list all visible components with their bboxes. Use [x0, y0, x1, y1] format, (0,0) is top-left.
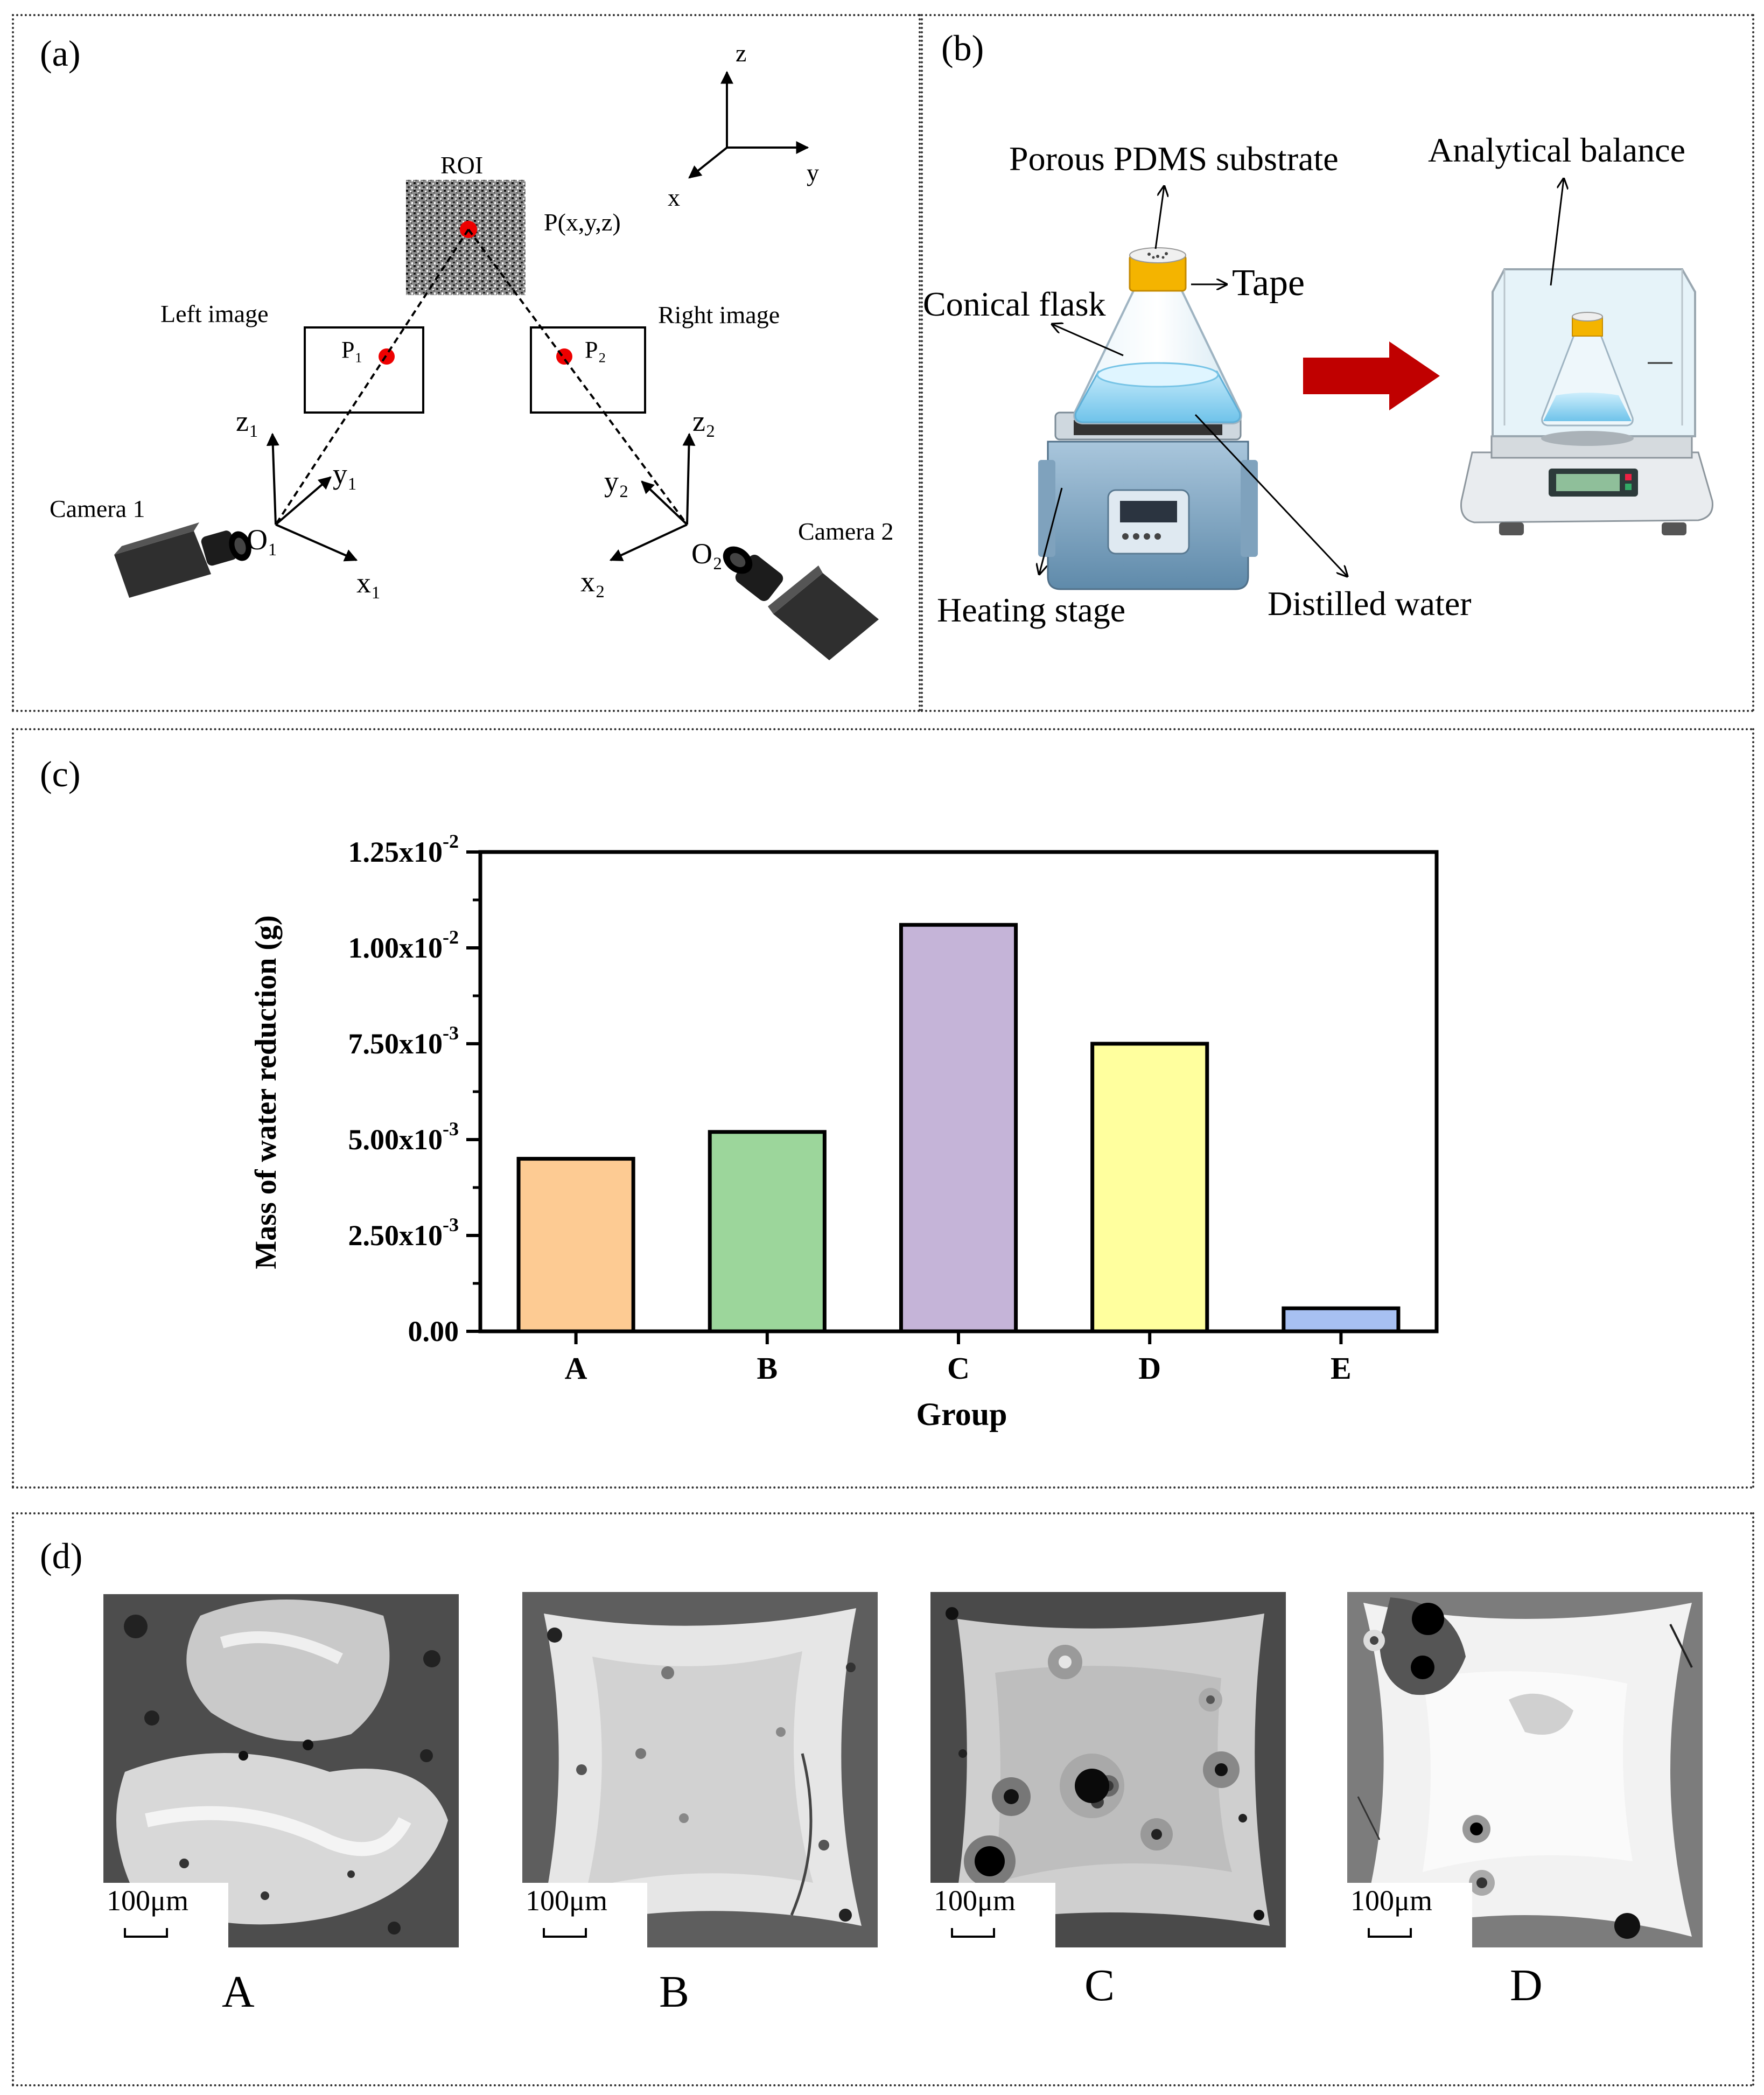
- right-image-frame: [530, 326, 646, 414]
- panel-a-stereo-dic: ROI P(x,y,z) Left image Right image P₁ P…: [12, 14, 921, 712]
- p2-label: P₂: [585, 337, 606, 363]
- panel-c-bar-chart: 0.00 2.50x10-3 5.00x10-3 7.50x10-3 1.00x10-2…: [12, 728, 1754, 1489]
- micrograph-c: 100μm: [930, 1592, 1286, 1947]
- porous-pdms-label: Porous PDMS substrate: [1009, 139, 1339, 178]
- roi-label: ROI: [440, 151, 483, 179]
- micrograph-a: 100μm: [103, 1594, 459, 1947]
- x-tick-label: C: [947, 1351, 970, 1386]
- y-tick-label: 1.25x10-2: [348, 830, 459, 868]
- right-image-label: Right image: [658, 301, 780, 329]
- y2-label: y₂: [604, 465, 629, 498]
- micrograph-d: 100μm: [1347, 1592, 1703, 1947]
- micrograph-d-image: [1347, 1592, 1703, 1947]
- micrograph-label-b: B: [659, 1967, 690, 2017]
- panel-c-label: (c): [40, 753, 81, 794]
- o2-label: O₂: [691, 537, 723, 570]
- stereo-dic-diagram: ROI P(x,y,z) Left image Right image P₁ P…: [50, 39, 894, 660]
- x-tick-label: E: [1331, 1351, 1352, 1386]
- conical-flask-label: Conical flask: [923, 285, 1105, 323]
- ray-right: [467, 228, 688, 526]
- bar-d: [1090, 1042, 1209, 1333]
- axis-y-label: y: [807, 159, 819, 186]
- tape-label: Tape: [1232, 262, 1305, 304]
- panel-b-label: (b): [941, 27, 984, 68]
- micrograph-label-a: A: [222, 1967, 255, 2017]
- heating-stage-label: Heating stage: [937, 591, 1125, 629]
- analytical-balance-label: Analytical balance: [1428, 131, 1685, 169]
- o1-label: O₁: [247, 523, 278, 556]
- heating-pointer: [1039, 487, 1063, 574]
- point-label: P(x,y,z): [544, 208, 621, 236]
- panel-a-label: (a): [40, 33, 81, 74]
- ray-left: [275, 228, 470, 526]
- camera2-icon: [723, 546, 879, 660]
- x-axis-tick-labels: A B C D E: [565, 1331, 1352, 1386]
- x-axis-title: Group: [916, 1396, 1007, 1432]
- camera1-icon: [114, 522, 251, 598]
- balance-pointer: [1550, 179, 1564, 286]
- y-axis-title: Mass of water reduction (g): [249, 915, 283, 1269]
- left-image-label: Left image: [160, 300, 269, 327]
- micrograph-label-c: C: [1084, 1960, 1115, 2010]
- x-tick-label: B: [757, 1351, 778, 1386]
- x-tick-label: D: [1138, 1351, 1161, 1386]
- panel-b-evaporation-setup: Porous PDMS substrate Analytical balance…: [921, 14, 1754, 712]
- bar-c: [899, 923, 1018, 1333]
- left-image-frame: [304, 326, 424, 414]
- z2-label: z₂: [692, 405, 716, 437]
- water-reduction-bar-chart: 0.00 2.50x10-3 5.00x10-3 7.50x10-3 1.00x10-2…: [249, 830, 1439, 1432]
- y-axis-ticks: 0.00 2.50x10-3 5.00x10-3 7.50x10-3 1.00x10-2…: [348, 830, 480, 1347]
- y-tick-label: 0.00: [408, 1315, 459, 1347]
- micrograph-a-scalebar: 100μm: [103, 1883, 228, 1947]
- bar-a: [516, 1157, 635, 1333]
- bar-b: [708, 1130, 827, 1333]
- scale-text: 100μm: [107, 1884, 188, 1917]
- bar-e: [1282, 1306, 1401, 1333]
- x2-label: x₂: [580, 565, 605, 598]
- camera2-axes: [609, 432, 696, 561]
- y-tick-label: 2.50x10-3: [348, 1214, 459, 1252]
- flask-pointer: [1052, 324, 1124, 357]
- scale-bar: [543, 1928, 587, 1938]
- water-pointer: [1194, 414, 1347, 576]
- bars: [516, 923, 1401, 1333]
- scale-bar: [124, 1928, 168, 1938]
- scale-text: 100μm: [934, 1884, 1016, 1917]
- evaporation-setup-diagram: Porous PDMS substrate Analytical balance…: [923, 131, 1713, 629]
- axis-z-label: z: [736, 39, 746, 67]
- world-axes: [688, 71, 809, 179]
- analytical-balance-icon: [1460, 268, 1713, 535]
- conical-flask-icon: [1073, 247, 1242, 424]
- process-arrow-icon: [1303, 341, 1440, 410]
- scale-bar: [1368, 1928, 1412, 1938]
- y-tick-label: 5.00x10-3: [348, 1118, 459, 1156]
- scale-text: 100μm: [526, 1884, 607, 1917]
- scale-bar: [951, 1928, 995, 1938]
- x-tick-label: A: [565, 1351, 587, 1386]
- micrograph-b: 100μm: [522, 1592, 878, 1947]
- y-tick-label: 1.00x10-2: [348, 926, 459, 964]
- panel-d-label: (d): [40, 1535, 83, 1576]
- heating-stage-icon: [1038, 411, 1258, 590]
- panel-d-micrographs: (d) 100μm: [12, 1512, 1754, 2086]
- scale-text: 100μm: [1350, 1884, 1432, 1917]
- camera1-label: Camera 1: [50, 495, 145, 522]
- micrograph-a-image: [103, 1594, 459, 1947]
- micrograph-c-scalebar: 100μm: [930, 1883, 1055, 1947]
- p1-label: P₁: [341, 337, 363, 363]
- y1-label: y₁: [333, 458, 358, 490]
- z1-label: z₁: [236, 405, 259, 437]
- camera2-label: Camera 2: [798, 518, 894, 545]
- micrograph-c-image: [930, 1592, 1286, 1947]
- micrograph-b-scalebar: 100μm: [522, 1883, 647, 1947]
- y-tick-label: 7.50x10-3: [348, 1022, 459, 1060]
- camera1-axes: [266, 432, 358, 562]
- micrograph-d-scalebar: 100μm: [1347, 1883, 1472, 1947]
- porous-pointer: [1154, 186, 1164, 249]
- distilled-water-label: Distilled water: [1268, 584, 1472, 623]
- x1-label: x₁: [356, 567, 381, 599]
- axis-x-label: x: [668, 184, 680, 211]
- micrograph-label-d: D: [1510, 1960, 1543, 2010]
